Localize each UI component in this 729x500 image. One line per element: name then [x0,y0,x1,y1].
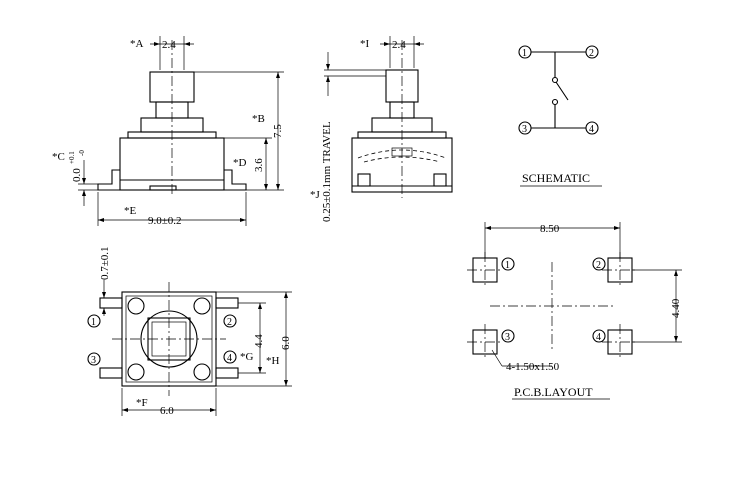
dim-b-label: *B [252,113,265,125]
pcb-dim-height: 4.40 [670,298,682,318]
schematic-pin-2-marker [585,45,599,59]
dim-a-label: *A [130,38,144,50]
dim-d-value: 3.6 [253,158,265,172]
pcb-title: P.C.B.LAYOUT [514,385,593,399]
dim-lead-value: 0.7±0.1 [99,246,111,280]
pcb-pin-2: 2 [596,260,601,271]
top-pin-4: 4 [227,353,232,364]
dim-c-label: *C [52,151,65,163]
travel-note: 0.25±0.1mm TRAVEL [321,121,333,222]
dim-f-value: 6.0 [160,405,174,417]
dim-a-value: 2.4 [162,39,176,51]
schematic-pin-1: 1 [522,48,527,59]
schematic-pin-4: 4 [589,124,594,135]
dim-b-value: 7.5 [272,124,284,138]
front-view: *A 2.4 *B 7.5 *D 3.6 *C 0.0 +0.1 -0 [52,36,284,227]
schematic: 1 2 3 4 SCHEMATIC [518,45,602,187]
dim-i-value: 2.4 [392,39,406,51]
dim-h-value: 6.0 [280,336,292,350]
dim-d-label: *D [233,157,247,169]
dim-f-label: *F [136,397,148,409]
pcb-pin-1: 1 [505,260,510,271]
dim-e-value: 9.0±0.2 [148,215,182,227]
side-view: *I 2.4 *J 0.25±0.1mm TRAVEL [310,36,453,222]
pcb-layout: 1 2 3 4 8.50 4.40 4-1.50x1.50 P.C.B.LAYO… [467,222,682,400]
top-pin-1: 1 [91,317,96,328]
dim-g-label: *G [240,351,254,363]
top-pin-3: 3 [91,355,96,366]
schematic-pin-3: 3 [522,124,527,135]
schematic-pin-3-marker [518,121,532,135]
dim-h-label: *H [266,355,280,367]
dim-g-value: 4.4 [253,334,265,348]
schematic-title: SCHEMATIC [522,171,590,185]
dim-c-value: 0.0 [71,168,83,182]
schematic-pin-2: 2 [589,48,594,59]
top-view: 1 2 3 4 0.7±0.1 *F 6.0 *G 4.4 [87,246,292,417]
dim-e-label: *E [124,205,137,217]
dim-c-tol-upper: +0.1 [68,151,76,164]
top-pin-2: 2 [227,317,232,328]
pcb-pad-note: 4-1.50x1.50 [506,361,560,373]
schematic-pin-4-marker [585,121,599,135]
pcb-dim-width: 8.50 [540,223,560,235]
dim-i-label: *I [360,38,370,50]
schematic-pin-1-marker [518,45,532,59]
dim-j-label: *J [310,189,321,201]
pcb-pin-3: 3 [505,332,510,343]
dim-c-tol-lower: -0 [78,150,86,156]
pcb-pin-4: 4 [596,332,601,343]
